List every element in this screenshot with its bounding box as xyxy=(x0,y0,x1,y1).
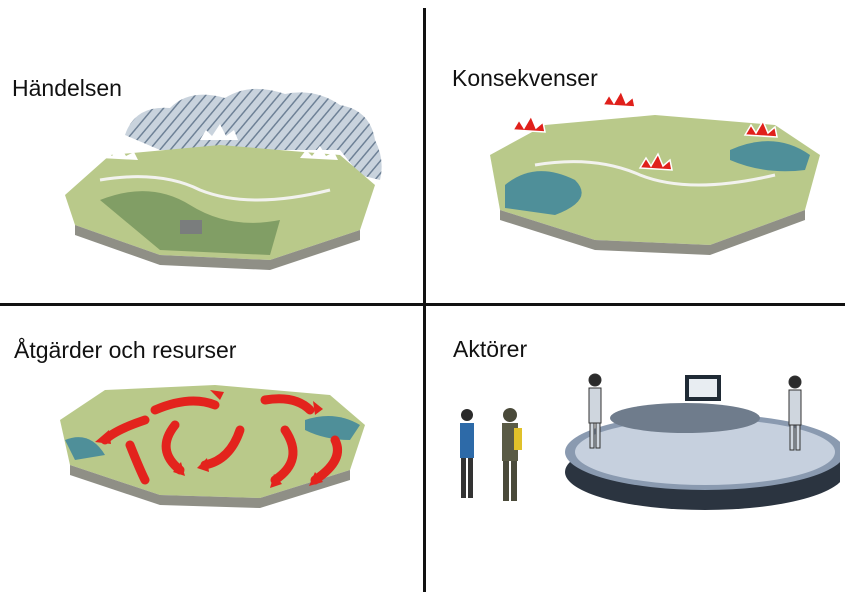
actors-meeting-icon xyxy=(460,373,840,510)
panel-atgarder-title: Åtgärder och resurser xyxy=(14,337,237,363)
panel-konsekvenser-title: Konsekvenser xyxy=(452,65,598,91)
response-landscape-icon xyxy=(60,385,365,508)
person-in-blue xyxy=(460,409,474,498)
horizontal-divider xyxy=(0,303,845,306)
impact-landscape-icon xyxy=(490,90,820,255)
panel-handelsen-title: Händelsen xyxy=(12,75,122,101)
panel-aktorer-title: Aktörer xyxy=(453,336,528,362)
firefighter xyxy=(502,408,522,501)
storm-landscape-icon xyxy=(65,88,382,270)
standing-person-left xyxy=(588,373,602,449)
vertical-divider xyxy=(423,8,426,592)
standing-person-right xyxy=(788,375,802,451)
